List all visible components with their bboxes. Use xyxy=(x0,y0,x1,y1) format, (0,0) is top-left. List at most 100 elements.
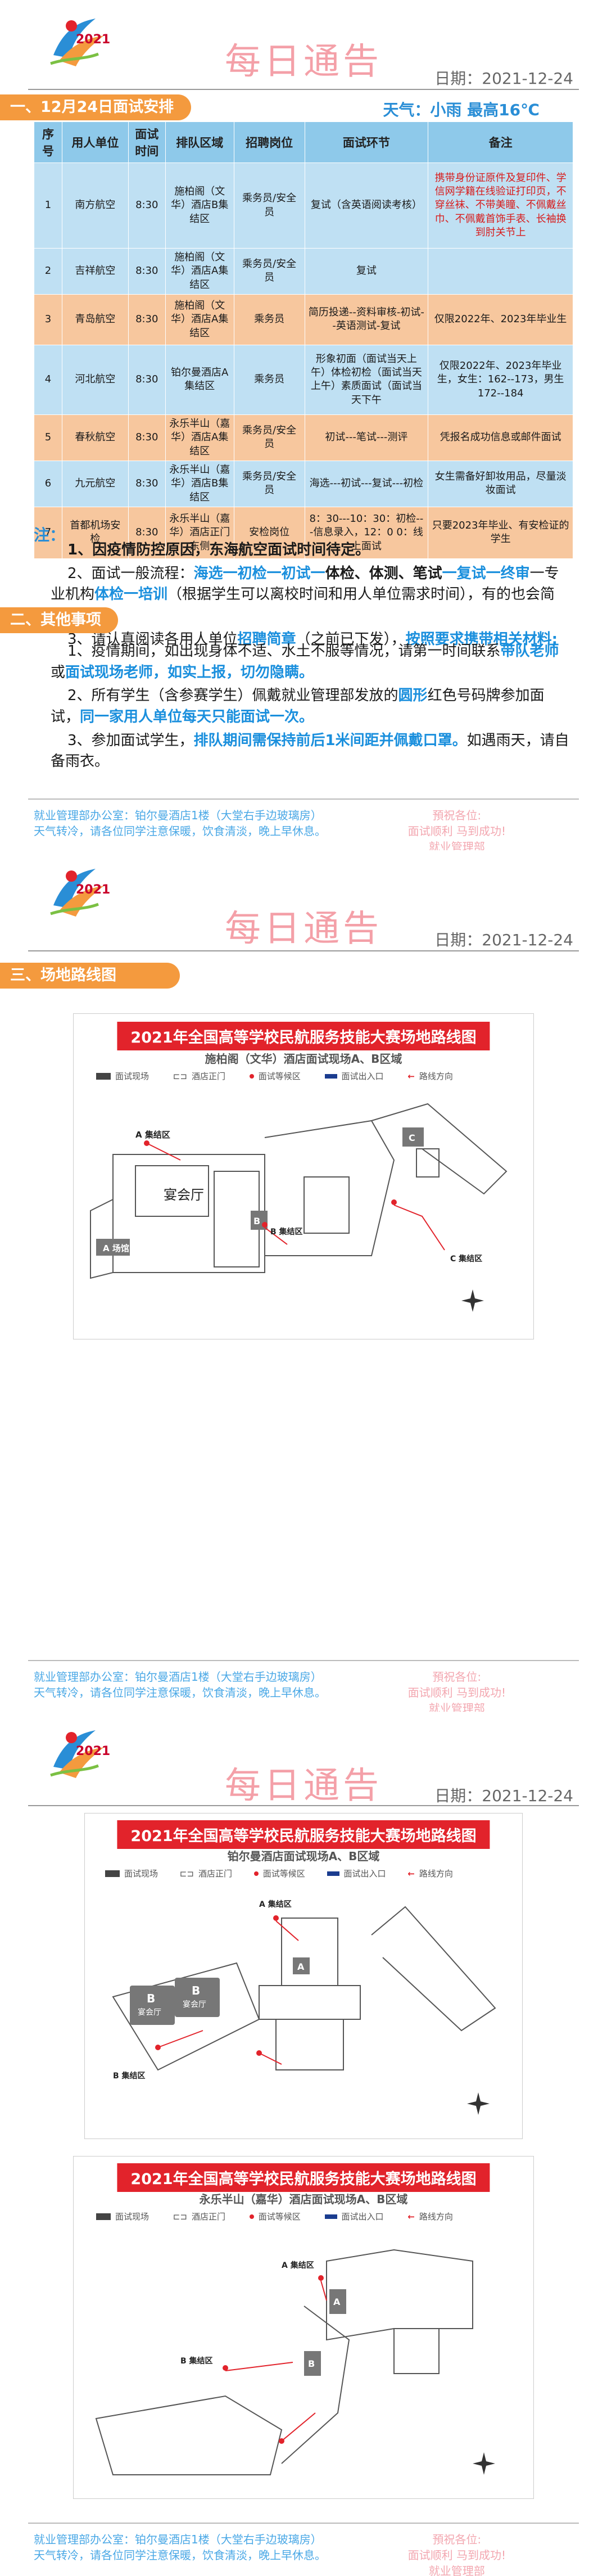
matter-1-onsite: 面试现场老师，如实上报，切勿隐瞒。 xyxy=(65,664,314,681)
legend-venue: 面试现场 xyxy=(115,1071,150,1081)
col-header: 面试时间 xyxy=(128,121,166,163)
cell-note: 只要2023年毕业、有安检证的学生 xyxy=(428,506,573,559)
cell-note xyxy=(428,248,573,295)
cell-post: 安检岗位 xyxy=(233,506,305,559)
notes-label: 注： xyxy=(34,526,66,544)
cell-post: 乘务员/安全员 xyxy=(233,414,305,461)
map-label-banquet-2: 宴会厅 xyxy=(183,2000,206,2009)
footer-left: 就业管理部办公室：铂尔曼酒店1楼（大堂右手边玻璃房） 天气转冷，请各位同学注意保… xyxy=(34,807,438,839)
cell-unit: 首都机场安检 xyxy=(61,506,129,559)
map-label-banquet-1: 宴会厅 xyxy=(138,2007,161,2017)
note-3: 3、请认真阅读各用人单位招聘简章（之前已下发），按照要求携带相关材料; xyxy=(51,629,573,651)
notice-date: 日期：2021-12-24 xyxy=(434,931,573,949)
cell-unit: 南方航空 xyxy=(61,163,129,249)
floorplan-wenhua: A 集结区 宴会厅 A 场馆 B 集结区 C 集结区 B C xyxy=(90,1103,508,1312)
map-label-b-assembly: B 集结区 xyxy=(180,2356,213,2366)
cell-time: 8:30 xyxy=(128,163,166,249)
cell-step: 海选---初试---复试---初检 xyxy=(304,460,429,507)
venue-b-left-block xyxy=(130,1986,175,2025)
matter-2-round: 圆形 xyxy=(398,687,428,705)
legend-entry-swatch xyxy=(327,1871,339,1876)
legend-venue-swatch xyxy=(105,1870,120,1877)
note-2-final: 一复试一终审 xyxy=(442,565,530,582)
footer-left: 就业管理部办公室：铂尔曼酒店1楼（大堂右手边玻璃房） 天气转冷，请各位同学注意保… xyxy=(34,2532,438,2563)
header-divider xyxy=(28,1805,579,1806)
footer-right: 預祝各位: 面试顺利 马到成功! 就业管理部 xyxy=(408,1669,506,1712)
legend-wait: 面试等候区 xyxy=(258,2212,301,2222)
logo-year: 2021 xyxy=(76,1744,111,1758)
matter-1-text: 1、疫情期间，如出现身体不适、水土不服等情况，请第一时间联系 xyxy=(67,643,501,660)
legend-route: 路线方向 xyxy=(419,1869,453,1879)
floorplan-jiahua: A 集结区 B 集结区 A B xyxy=(95,2249,495,2475)
footer-office: 就业管理部办公室：铂尔曼酒店1楼（大堂右手边玻璃房） xyxy=(34,809,322,822)
note-2-flow: 海选一初检一初试一 xyxy=(193,565,325,582)
competition-logo-icon xyxy=(50,1730,104,1778)
legend-entry-swatch xyxy=(324,1073,337,1079)
matter-3-rain: 如遇雨天，请自备雨衣。 xyxy=(51,732,569,770)
arrow-left-icon: ← xyxy=(407,2211,415,2222)
matter-2-text: 2、所有学生（含参赛学生）佩戴就业管理部发放的 xyxy=(67,687,398,705)
footer-dept: 就业管理部 xyxy=(428,840,485,850)
map-legend: 面试现场 ⊏⊐酒店正门 面试等候区 面试出入口 ←路线方向 xyxy=(105,1867,457,1879)
notes-block: 1、因疫情防控原因，东海航空面试时间待定。 2、面试一般流程：海选一初检一初试一… xyxy=(51,540,573,652)
col-header: 用人单位 xyxy=(61,121,129,163)
legend-venue: 面试现场 xyxy=(115,2212,150,2222)
cell-step: 复试 xyxy=(304,248,429,295)
cell-area: 永乐半山（嘉华）酒店B集结区 xyxy=(165,460,234,507)
cell-area: 施柏阁（文华）酒店B集结区 xyxy=(165,163,234,249)
map-label-b-assembly: B 集结区 xyxy=(113,2071,146,2081)
legend-gate-swatch: ⊏⊐ xyxy=(179,1868,194,1879)
legend-wait: 面试等候区 xyxy=(262,1869,305,1879)
map-title: 2021年全国高等学校民航服务技能大赛场地路线图 xyxy=(117,1820,490,1849)
cell-note: 仅限2022年、2023年毕业生 xyxy=(428,294,573,345)
footer-tip: 天气转冷，请各位同学注意保暖，饮食清淡，晚上早休息。 xyxy=(34,1686,326,1699)
notice-page-1: 2021 每日通告 日期：2021-12-24 一、12月24日面试安排 天气：… xyxy=(0,0,607,850)
cell-time: 8:30 xyxy=(128,344,166,415)
map-label-c: C xyxy=(409,1133,415,1143)
cell-time: 8:30 xyxy=(128,294,166,345)
footer-tip: 天气转冷，请各位同学注意保暖，饮食清淡，晚上早休息。 xyxy=(34,2548,326,2562)
map-legend: 面试现场 ⊏⊐酒店正门 面试等候区 面试出入口 ←路线方向 xyxy=(96,2210,457,2222)
cell-time: 8:30 xyxy=(128,248,166,295)
cell-note: 凭报名成功信息或邮件面试 xyxy=(428,414,573,461)
page-header: 2021 每日通告 日期：2021-12-24 xyxy=(0,1712,607,1807)
footer-divider xyxy=(28,2523,579,2524)
footer-wish-2: 面试顺利 马到成功! xyxy=(407,1686,506,1699)
note-2-org: 一专业机构 xyxy=(51,565,559,603)
footer-dept: 就业管理部 xyxy=(428,2564,485,2576)
competition-logo-icon xyxy=(50,19,104,66)
legend-gate-swatch: ⊏⊐ xyxy=(173,2211,187,2222)
cell-no: 6 xyxy=(34,460,62,507)
interview-schedule-table: 序号 用人单位 面试时间 排队区域 招聘岗位 面试环节 备注 1 南方航空 8:… xyxy=(34,121,573,559)
cell-step: 8：30---10：30：初检---信息录入，12：0 0：线上面试 xyxy=(304,506,429,559)
map-label-a-assembly: A 集结区 xyxy=(259,1900,292,1909)
map-subtitle: 铂尔曼酒店面试现场A、B区域 xyxy=(227,1849,380,1863)
weather-info: 天气：小雨 最高16℃ xyxy=(383,101,540,119)
notice-date: 日期：2021-12-24 xyxy=(434,69,573,88)
page-footer: 就业管理部办公室：铂尔曼酒店1楼（大堂右手边玻璃房） 天气转冷，请各位同学注意保… xyxy=(34,1669,573,1712)
venue-c-block xyxy=(402,1127,424,1147)
cell-no: 5 xyxy=(34,414,62,461)
cell-no: 3 xyxy=(34,294,62,345)
compass-icon xyxy=(473,2452,495,2475)
legend-wait-swatch xyxy=(249,2214,254,2219)
cell-note: 携带身份证原件及复印件、学信网学籍在线验证打印页，不穿丝袜、不带美瞳、不佩戴丝巾… xyxy=(428,163,573,249)
cell-unit: 吉祥航空 xyxy=(61,248,129,295)
footer-divider xyxy=(28,1660,579,1661)
arrow-left-icon: ← xyxy=(407,1868,415,1879)
page-footer: 就业管理部办公室：铂尔曼酒店1楼（大堂右手边玻璃房） 天气转冷，请各位同学注意保… xyxy=(34,2532,573,2576)
footer-office: 就业管理部办公室：铂尔曼酒店1楼（大堂右手边玻璃房） xyxy=(34,2533,322,2546)
col-header: 排队区域 xyxy=(165,121,234,163)
footer-right: 預祝各位: 面试顺利 马到成功! 就业管理部 xyxy=(408,2532,506,2576)
matter-1-leader: 带队老师 xyxy=(500,643,559,660)
map-label-c-assembly: C 集结区 xyxy=(450,1254,482,1264)
table-row: 2 吉祥航空 8:30 施柏阁（文华）酒店A集结区 乘务员/安全员 复试 xyxy=(34,248,573,295)
legend-route: 路线方向 xyxy=(419,1071,453,1081)
matter-1-or: 或 xyxy=(51,664,66,681)
footer-wish-2: 面试顺利 马到成功! xyxy=(407,2548,506,2562)
legend-venue-swatch xyxy=(96,2213,111,2220)
cell-unit: 九元航空 xyxy=(61,460,129,507)
map-label-banquet: 宴会厅 xyxy=(164,1187,204,1203)
legend-entry: 面试出入口 xyxy=(341,2212,384,2222)
page-footer: 就业管理部办公室：铂尔曼酒店1楼（大堂右手边玻璃房） 天气转冷，请各位同学注意保… xyxy=(34,807,573,850)
